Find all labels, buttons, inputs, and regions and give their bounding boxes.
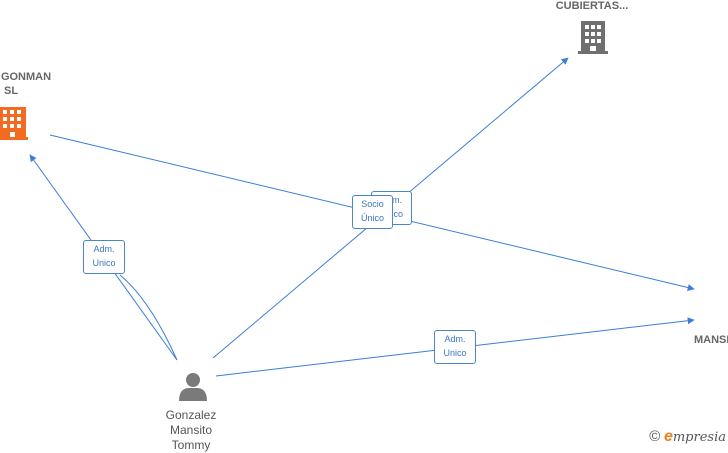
edge-label-line2: Único [360, 213, 384, 223]
copyright-icon: © [649, 428, 661, 445]
brand-initial: e [663, 428, 673, 445]
brand-name: mpresia [672, 430, 726, 445]
edge-label-adm-unico-mansi[interactable]: Adm. Unico [434, 330, 476, 364]
company-label-gonman[interactable]: GONMAN SL [0, 70, 54, 98]
person-name-line3: Tommy [171, 438, 211, 452]
edge-label-line2: Unico [92, 258, 116, 268]
company-name: MANSI [694, 334, 728, 346]
person-icon [179, 373, 207, 401]
company-label-cubiertas[interactable]: CUBIERTAS... [552, 0, 632, 13]
edge-label-socio-unico[interactable]: Socio Único [352, 195, 393, 229]
building-icon [0, 107, 28, 140]
company-label-mansi[interactable]: MANSI [694, 333, 728, 347]
person-name-line2: Mansito [169, 423, 213, 437]
edge-person-to-gonman-curve [119, 274, 178, 361]
company-name: CUBIERTAS... [555, 0, 629, 12]
edge-label-line1: Adm. [93, 244, 115, 254]
empresia-logo[interactable]: © empresia [649, 428, 726, 446]
edge-label-adm-unico[interactable]: Adm. Unico [83, 240, 125, 274]
edge-label-line1: Socio [361, 199, 384, 209]
person-label[interactable]: Gonzalez Mansito Tommy [146, 408, 236, 453]
company-name-line2: SL [4, 85, 19, 97]
person-name-line1: Gonzalez [165, 408, 217, 422]
company-name-line1: GONMAN [0, 71, 52, 83]
edge-label-line2: Unico [443, 348, 467, 358]
building-icon [578, 21, 608, 54]
edge-label-line1: Adm. [444, 334, 466, 344]
